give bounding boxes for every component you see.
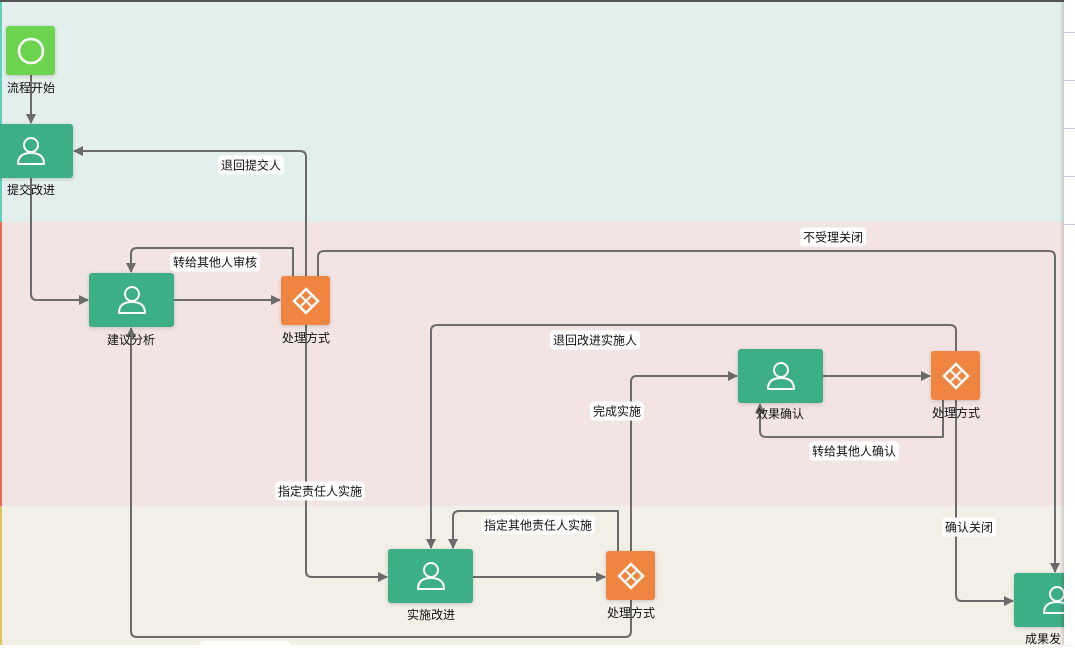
edge-label-return-implementer[interactable]: 退回改进实施人 [549, 330, 641, 350]
task-submit[interactable] [0, 124, 73, 178]
user-icon [16, 137, 45, 165]
lane-strip [0, 222, 2, 506]
edge-reject-close[interactable] [317, 250, 1060, 573]
lane-strip [0, 506, 2, 645]
edge-label-assign-other[interactable]: 指定其他责任人实施 [480, 515, 596, 535]
edge-label-return-submitter[interactable]: 退回提交人 [217, 155, 285, 175]
user-icon [416, 562, 445, 590]
edge-transfer-confirm[interactable] [755, 400, 944, 438]
edge-transfer-review[interactable] [126, 247, 294, 276]
circle-icon [17, 37, 44, 64]
gateway-2[interactable] [931, 351, 980, 400]
edge-return-implementer[interactable] [426, 324, 957, 549]
node-label: 流程开始 [6, 81, 56, 95]
edge-label-confirm-close[interactable]: 确认关闭 [941, 517, 997, 537]
edge-label-transfer-review[interactable]: 转给其他人审核 [169, 252, 261, 272]
edge-done[interactable] [630, 371, 738, 551]
user-icon [117, 286, 146, 314]
node-label: 实施改进 [406, 608, 456, 622]
task-confirm[interactable] [738, 349, 823, 403]
node-label: 建议分析 [106, 333, 156, 347]
gateway-3[interactable] [606, 551, 655, 600]
user-icon [766, 362, 795, 390]
task-implement[interactable] [388, 549, 473, 603]
node-label: 提交改进 [6, 183, 56, 197]
gateway-icon [941, 361, 970, 390]
node-label: 成果发 [1024, 632, 1061, 646]
start-event[interactable] [6, 26, 55, 75]
edge-return-submitter[interactable] [73, 146, 307, 276]
edge-assign-owner[interactable] [305, 325, 388, 582]
gateway-icon [616, 561, 645, 590]
node-label: 效果确认 [755, 407, 805, 421]
edge-label-done[interactable]: 完成实施 [589, 401, 645, 421]
edge-confirm-close[interactable] [955, 400, 1014, 606]
edge-label-reject-close[interactable]: 不受理关闭 [799, 227, 867, 247]
task-analysis[interactable] [89, 273, 174, 327]
edge-label-bottom-loop[interactable] [200, 641, 290, 651]
edge-label-assign-owner[interactable]: 指定责任人实施 [274, 481, 366, 501]
edge-submit-analysis[interactable] [30, 178, 89, 305]
swimlane-1 [0, 0, 1064, 222]
node-label: 处理方式 [606, 606, 656, 620]
node-label: 处理方式 [931, 406, 981, 420]
edge-assign-other[interactable] [448, 510, 619, 551]
gateway-icon [291, 286, 320, 315]
edge-label-transfer-confirm[interactable]: 转给其他人确认 [808, 441, 900, 461]
lane-strip [0, 2, 2, 222]
gateway-1[interactable] [281, 276, 330, 325]
edge-gw3-analysis[interactable] [126, 327, 632, 638]
right-panel [1064, 0, 1075, 645]
node-label: 处理方式 [281, 331, 331, 345]
